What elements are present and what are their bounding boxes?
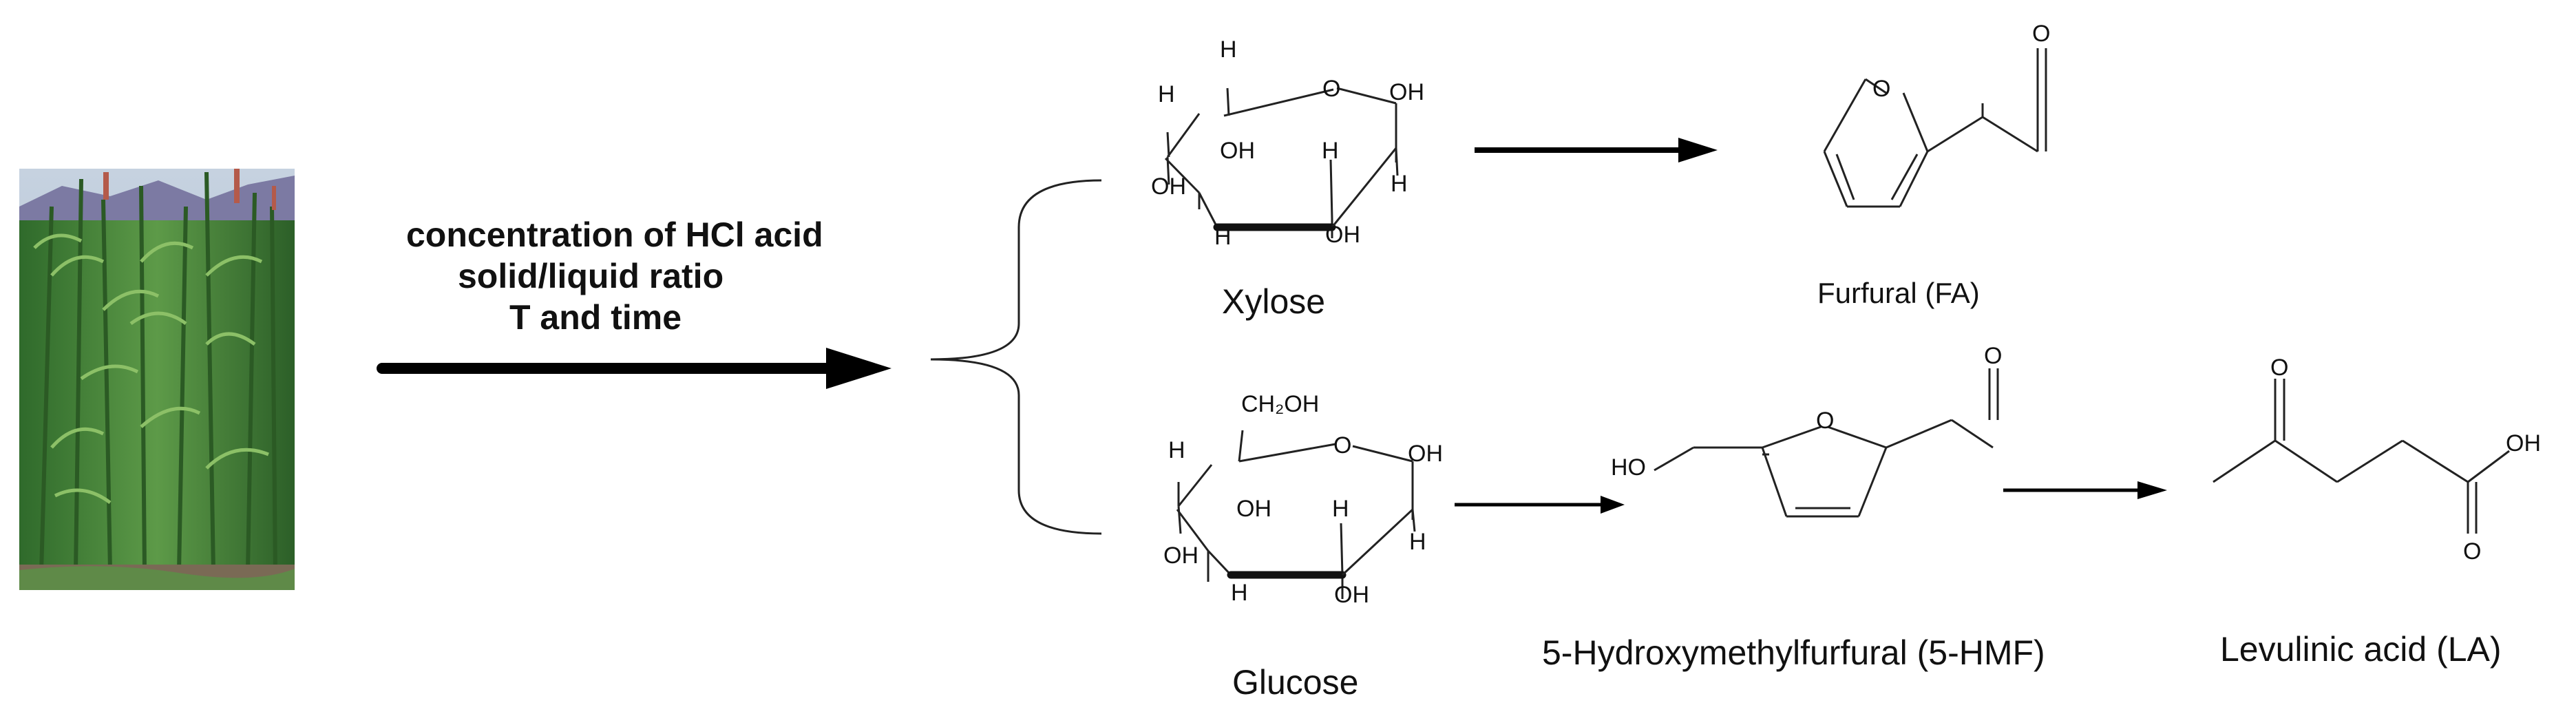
main-arrow [377,348,891,389]
atom-h: H [1231,580,1248,606]
atom-h: H [1168,437,1185,463]
atom-oh: OH [2506,430,2541,456]
atom-oh: OH [1220,138,1255,164]
glucose-structure: CH₂OH O OH H OH H H OH H OH [1163,391,1443,608]
atom-o: O [1816,408,1834,434]
atom-o: O [1333,432,1351,459]
atom-oh: OH [1334,582,1369,608]
atom-oh: OH [1151,174,1186,200]
furfural-structure: O O [1823,21,2050,208]
xylose-structure: H O OH H OH H H OH H OH [1151,36,1424,250]
atom-o: O [1984,343,2002,369]
atom-oh: OH [1408,441,1443,467]
curly-brace [930,179,1102,535]
arrow-hmf-to-levulinic [2003,481,2167,499]
levulinic-label: Levulinic acid (LA) [2220,630,2502,669]
condition-line-1: concentration of HCl acid [406,216,823,254]
condition-line-2: solid/liquid ratio [458,257,724,295]
atom-o: O [1872,76,1890,102]
atom-oh: OH [1236,496,1271,522]
condition-line-3: T and time [509,298,682,337]
xylose-label: Xylose [1222,282,1325,321]
arrow-xylose-to-furfural [1475,138,1718,162]
furfural-label: Furfural (FA) [1817,277,1980,309]
atom-oh: OH [1389,79,1424,105]
glucose-label: Glucose [1232,663,1358,702]
atom-h: H [1322,138,1339,164]
atom-o: O [2270,355,2288,381]
atom-ch2oh: CH₂OH [1241,391,1319,417]
atom-h: H [1332,496,1349,522]
hmf-label: 5-Hydroxymethylfurfural (5-HMF) [1542,633,2045,672]
atom-oh: OH [1163,543,1199,569]
atom-o: O [1322,76,1340,102]
levulinic-structure: O OH O [2213,355,2541,565]
atom-o: O [2032,21,2050,47]
atom-h: H [1409,529,1426,555]
plant-photo [19,169,295,590]
hmf-structure: HO O O [1611,343,2002,518]
atom-h: H [1220,36,1237,63]
atom-h: H [1391,171,1408,197]
atom-o: O [2463,538,2481,565]
atom-ho: HO [1611,454,1646,481]
atom-oh: OH [1325,222,1360,248]
atom-h: H [1214,224,1232,250]
atom-h: H [1158,81,1175,107]
arrow-glucose-to-hmf [1455,496,1625,514]
